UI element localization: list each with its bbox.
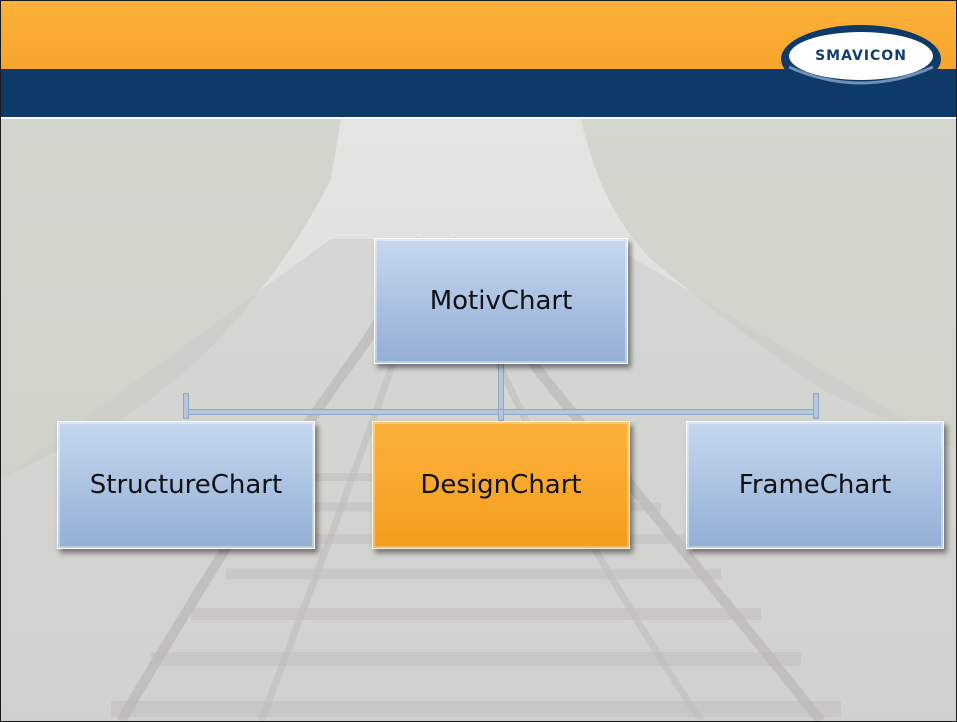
node-label: StructureChart	[89, 470, 283, 500]
logo-ellipse	[781, 25, 941, 93]
node-label: MotivChart	[429, 286, 573, 316]
connector-right-down	[813, 393, 819, 419]
node-framechart: FrameChart	[686, 421, 944, 549]
connector-center-down	[498, 409, 504, 421]
node-label: FrameChart	[738, 470, 892, 500]
logo-text: SMAVICON	[815, 48, 907, 64]
node-structurechart: StructureChart	[57, 421, 315, 549]
connector-left-down	[183, 393, 189, 419]
connector-root-down	[498, 363, 504, 413]
node-designchart-highlighted: DesignChart	[372, 421, 630, 549]
node-label: DesignChart	[420, 470, 582, 500]
smavicon-logo: SMAVICON	[777, 21, 945, 99]
header-navy-band	[1, 69, 764, 117]
header-divider	[1, 117, 956, 119]
node-motivchart: MotivChart	[374, 238, 628, 364]
fog-overlay	[1, 119, 956, 721]
